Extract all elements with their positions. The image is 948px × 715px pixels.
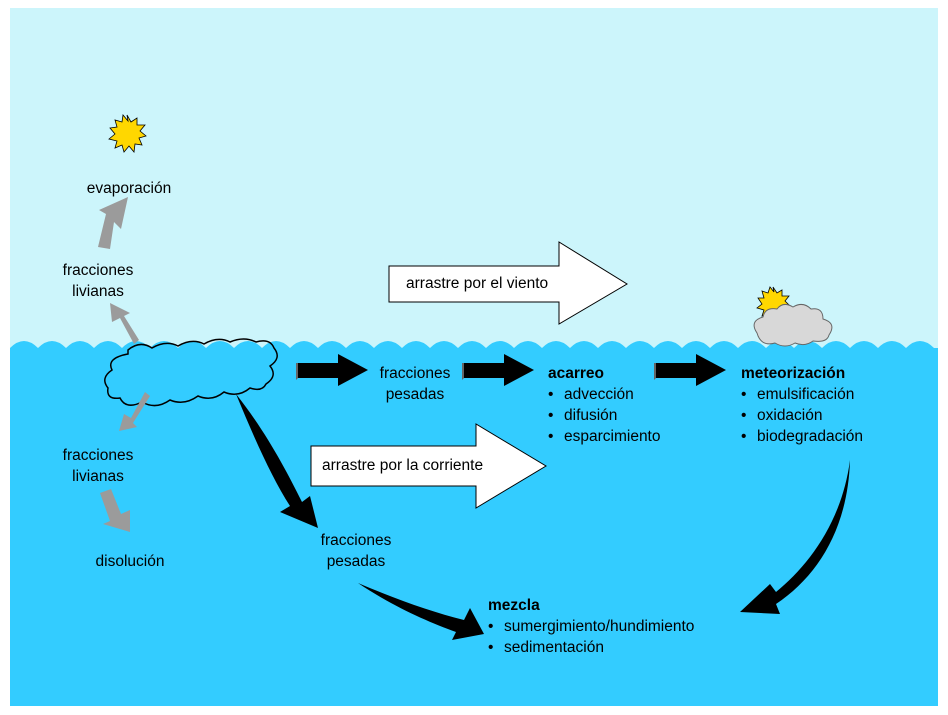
arrow-slick-to-heavy-fractions	[236, 394, 318, 528]
transport-block: acarreo advección difusión esparcimiento	[548, 363, 661, 447]
arrow-to-dissolution	[100, 489, 130, 532]
surface-arrows	[296, 354, 726, 386]
mixing-item: sedimentación	[488, 637, 694, 658]
arrow-weathering-to-mixing	[740, 460, 850, 614]
evaporation-label: evaporación	[86, 180, 172, 197]
wind-drag-arrow	[388, 241, 628, 325]
sun-icon	[108, 114, 147, 153]
current-drag-label: arrastre por la corriente	[322, 457, 484, 474]
weathering-title: meteorización	[741, 365, 846, 382]
light-fractions-air-label: fracciones livianas	[62, 262, 134, 300]
transport-title: acarreo	[548, 365, 605, 382]
arrow-to-evaporation	[98, 197, 128, 249]
light-fractions-water-label: fracciones livianas	[62, 447, 134, 485]
current-drag-arrow	[310, 423, 547, 509]
mixing-item: sumergimiento/hundimiento	[488, 616, 694, 637]
mixing-block: mezcla sumergimiento/hundimiento sedimen…	[488, 595, 694, 658]
black-curved-arrows	[236, 394, 850, 640]
surface-arrow-3	[654, 354, 726, 386]
wind-drag-label: arrastre por el viento	[406, 275, 549, 292]
grey-arrows	[98, 197, 150, 532]
mixing-title: mezcla	[488, 597, 540, 614]
transport-item: difusión	[548, 405, 661, 426]
weathering-block: meteorización emulsificación oxidación b…	[741, 363, 863, 447]
weathering-item: emulsificación	[741, 384, 863, 405]
surface-arrow-2	[462, 354, 534, 386]
arrow-heavy-fractions-to-mixing	[358, 583, 484, 640]
heavy-fractions-bottom-label: fracciones pesadas	[320, 532, 392, 570]
oil-slick-icon	[104, 338, 278, 407]
heavy-fractions-top-label: fracciones pesadas	[379, 365, 451, 403]
arrow-to-light-fractions-air	[110, 303, 139, 344]
weathering-item: biodegradación	[741, 426, 863, 447]
sea-background	[10, 341, 938, 706]
dissolution-label: disolución	[95, 553, 165, 570]
arrow-to-light-fractions-water	[119, 392, 150, 431]
weathering-item: oxidación	[741, 405, 863, 426]
surface-arrow-1	[296, 354, 368, 386]
weather-cloud-icon	[753, 286, 833, 347]
transport-item: esparcimiento	[548, 426, 661, 447]
transport-item: advección	[548, 384, 661, 405]
